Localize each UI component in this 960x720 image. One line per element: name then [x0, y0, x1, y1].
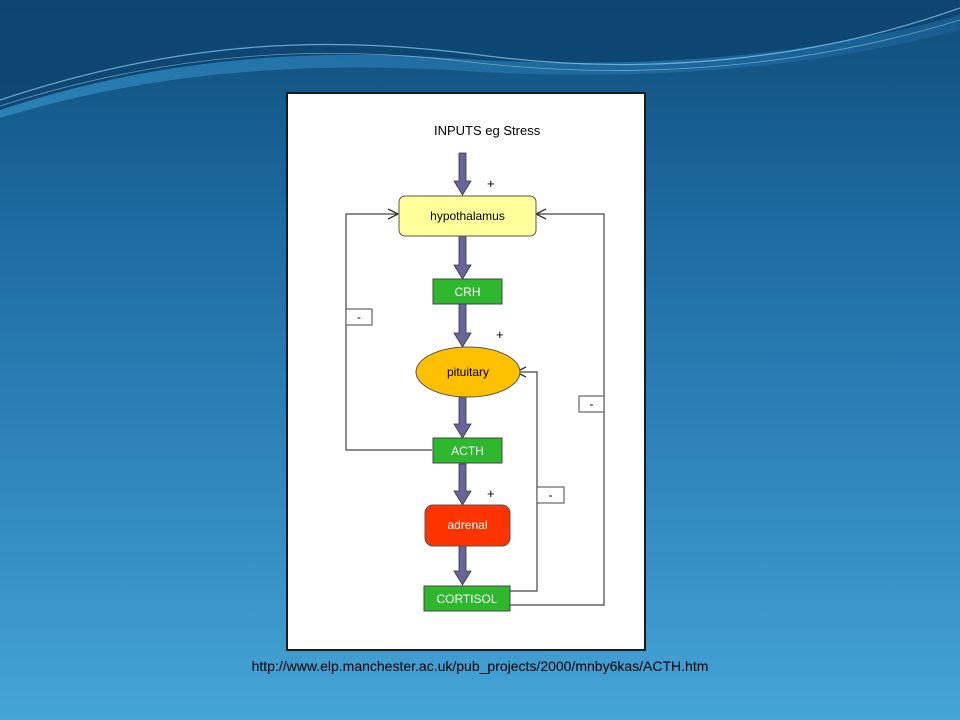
- arrow-acth-to-adrenal: [453, 463, 472, 506]
- feedback-acth-to-hypothalamus: [345, 214, 432, 451]
- hypothalamus-label: hypothalamus: [430, 209, 505, 223]
- plus-sign-inputs: +: [487, 176, 495, 191]
- arrow-adrenal-to-cortisol: [453, 545, 472, 586]
- hpa-axis-diagram: INPUTS eg Stress hypothalamus CRH: [345, 123, 605, 612]
- minus-sign-acth-loop: -: [357, 310, 361, 324]
- minus-sign-cortisol-pituitary: -: [549, 488, 553, 502]
- diagram-frame: INPUTS eg Stress hypothalamus CRH: [286, 92, 646, 651]
- minus-sign-cortisol-hypothalamus-box: -: [578, 395, 605, 413]
- plus-sign-crh: +: [496, 327, 504, 342]
- pituitary-label: pituitary: [447, 365, 489, 379]
- inputs-label: INPUTS eg Stress: [434, 123, 541, 138]
- node-pituitary: pituitary: [415, 346, 521, 398]
- node-cortisol: CORTISOL: [423, 585, 511, 612]
- minus-sign-acth-loop-box: -: [345, 308, 373, 326]
- arrow-crh-to-pituitary: [453, 303, 472, 348]
- arrow-hypothalamus-to-crh: [453, 235, 472, 280]
- cortisol-label: CORTISOL: [436, 592, 497, 606]
- plus-signs: + + +: [487, 176, 504, 501]
- adrenal-label: adrenal: [447, 518, 487, 532]
- node-crh: CRH: [432, 278, 503, 305]
- node-adrenal: adrenal: [424, 504, 511, 547]
- source-url: http://www.elp.manchester.ac.uk/pub_proj…: [251, 658, 709, 674]
- acth-label: ACTH: [451, 444, 484, 458]
- stimulation-arrows: [453, 152, 472, 586]
- arrow-pituitary-to-acth: [453, 396, 472, 439]
- feedback-cortisol-to-pituitary: [510, 372, 538, 592]
- crh-label: CRH: [455, 285, 481, 299]
- minus-sign-cortisol-hypothalamus: -: [590, 397, 594, 411]
- minus-sign-cortisol-pituitary-box: -: [536, 486, 565, 504]
- node-acth: ACTH: [432, 437, 503, 464]
- node-hypothalamus: hypothalamus: [398, 195, 537, 237]
- arrow-inputs-to-hypothalamus: [453, 152, 472, 196]
- plus-sign-acth: +: [487, 486, 495, 501]
